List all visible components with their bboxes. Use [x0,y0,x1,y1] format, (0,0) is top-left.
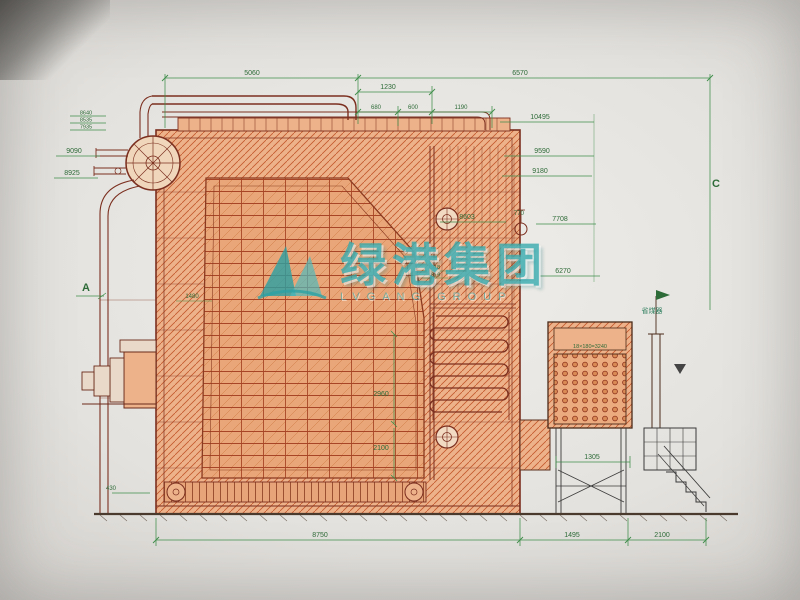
dim-9180: 9180 [532,168,548,175]
photo-corner-shadow [0,0,110,80]
note-tube-pitch: 18×180=3240 [573,344,607,350]
dim-8640: 8640 [80,111,92,117]
dim-8750: 8750 [312,532,328,539]
dim-5060: 5060 [244,70,260,77]
flue-outlet-duct [519,419,551,471]
dim-7935: 7935 [80,125,92,131]
dim-1230: 1230 [380,84,396,91]
dim-1495: 1495 [564,532,580,539]
dim-10495: 10495 [530,114,550,121]
dimension-lines [54,74,714,546]
feedwater-stubs [93,148,128,176]
dim-1480: 1480 [185,294,199,300]
dim-2100: 2100 [654,532,670,539]
dim-600: 600 [408,105,419,111]
superheater-coil [429,315,509,413]
dim-6570: 6570 [512,70,528,77]
chain-grate [163,481,427,503]
ground-line [94,512,738,522]
dimension-labels: 5060 6570 1230 680 600 1190 10495 9590 9… [64,70,720,539]
dim-1305: 1305 [584,454,600,461]
section-mark-c: C [712,178,720,190]
dim-770: 770 [514,211,525,217]
dim-1190: 1190 [455,105,469,111]
dim-9590: 9590 [534,148,550,155]
flag-marker-icon [656,290,670,300]
dim-430: 430 [106,486,117,492]
dim-6270: 6270 [555,268,571,275]
dim-1918: 1918 [428,265,440,271]
access-platform [643,427,697,471]
dim-680: 680 [371,105,382,111]
steam-drum [125,135,181,191]
dim-8535: 8535 [80,118,92,124]
valve-icon [114,167,122,175]
grate-drive-unit [81,339,157,409]
note-economizer: 省煤器 [642,306,663,315]
dim-2100-mid: 2100 [373,445,389,452]
furnace-chamber [201,177,425,479]
flow-arrow-icon [674,364,686,374]
dim-8603: 8603 [459,214,475,221]
dim-8925: 8925 [64,170,80,177]
economizer [547,321,633,514]
flue-pipe [648,290,670,428]
dim-7708: 7708 [552,216,568,223]
access-stairs [657,445,711,512]
dim-2960: 2960 [373,391,389,398]
section-mark-a: A [82,282,90,294]
manholes [435,207,528,449]
dim-9090: 9090 [66,148,82,155]
convection-pass [429,146,516,480]
top-piping [139,95,511,138]
dim-1619: 1619 [428,273,440,279]
